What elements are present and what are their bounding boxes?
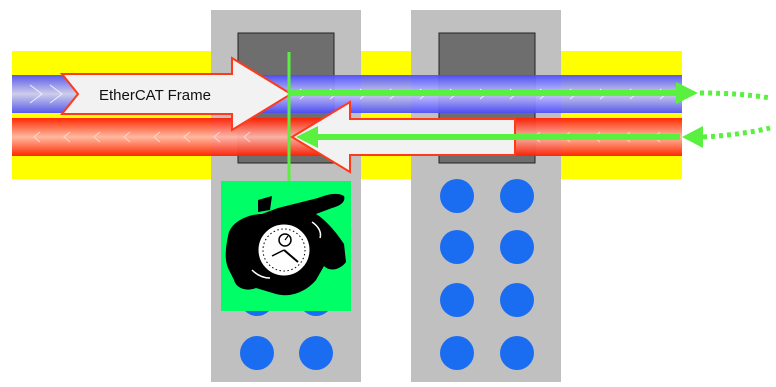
signal-loop-return xyxy=(702,125,771,140)
signal-loop-out xyxy=(699,90,771,101)
io-led xyxy=(299,336,333,370)
io-led xyxy=(440,230,474,264)
io-led xyxy=(500,283,534,317)
frame-arrow-outgoing xyxy=(59,56,293,132)
io-led xyxy=(240,336,274,370)
io-led xyxy=(500,336,534,370)
signal-loop-return-arrowhead xyxy=(682,126,703,148)
io-led xyxy=(440,179,474,213)
io-led-group xyxy=(440,179,534,370)
return-direction-chevrons xyxy=(33,131,661,143)
frame-label: EtherCAT Frame xyxy=(99,87,211,104)
io-led xyxy=(440,283,474,317)
signal-outgoing-arrowhead xyxy=(676,82,698,104)
hand-holding-stopwatch-icon xyxy=(225,193,346,296)
io-led xyxy=(440,336,474,370)
io-led xyxy=(500,230,534,264)
io-led xyxy=(500,179,534,213)
signal-return-arrowhead xyxy=(296,126,318,148)
